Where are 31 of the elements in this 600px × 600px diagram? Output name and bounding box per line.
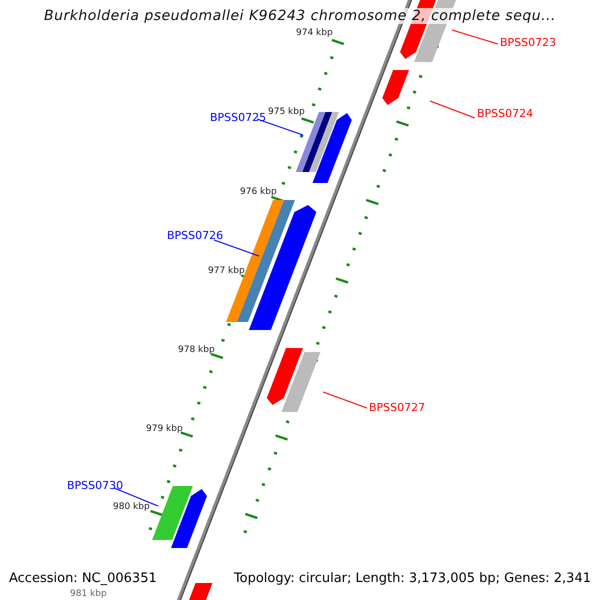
gene-label: BPSS0723 [500, 36, 556, 49]
gene-feature-bar [281, 352, 320, 412]
gene-label: BPSS0730 [67, 479, 124, 492]
leader-line [430, 100, 476, 118]
leader-line [256, 118, 304, 136]
gene-feature-bar [312, 113, 352, 183]
map-info-text: Accession: NC_006351 [9, 571, 157, 586]
map-info-text: Topology: circular; Length: 3,173,005 bp; Genes: 2,341 [234, 571, 591, 586]
gene-label: BPSS0727 [369, 401, 426, 414]
gene-feature-bar [248, 205, 316, 330]
scale-tick-label: 976 kbp [240, 187, 277, 197]
leader-line [214, 240, 260, 256]
leader-line [114, 488, 158, 506]
scale-tick-label: 980 kbp [113, 502, 150, 512]
gene-feature-bar [171, 489, 207, 548]
scale-tick-label: 977 kbp [208, 266, 245, 276]
leader-line [452, 30, 498, 44]
gene-feature-bar [226, 200, 295, 322]
leader-line [322, 392, 368, 408]
gene-label: BPSS0726 [167, 229, 224, 242]
gene-label: BPSS0725 [210, 111, 266, 124]
scale-tick-label: 979 kbp [146, 424, 183, 434]
scale-tick-label: 975 kbp [268, 107, 305, 117]
map-title: Burkholderia pseudomallei K96243 chromosome 2, complete sequ... [44, 8, 556, 24]
gene-feature-bar [382, 70, 410, 105]
scale-tick-label: 981 kbp [70, 589, 107, 599]
gene-label: BPSS0724 [477, 107, 534, 120]
gene-feature-bar [152, 486, 193, 540]
gene-feature-bar [266, 348, 303, 405]
scale-tick-label: 978 kbp [178, 345, 215, 355]
scale-tick-label: 974 kbp [296, 28, 333, 38]
